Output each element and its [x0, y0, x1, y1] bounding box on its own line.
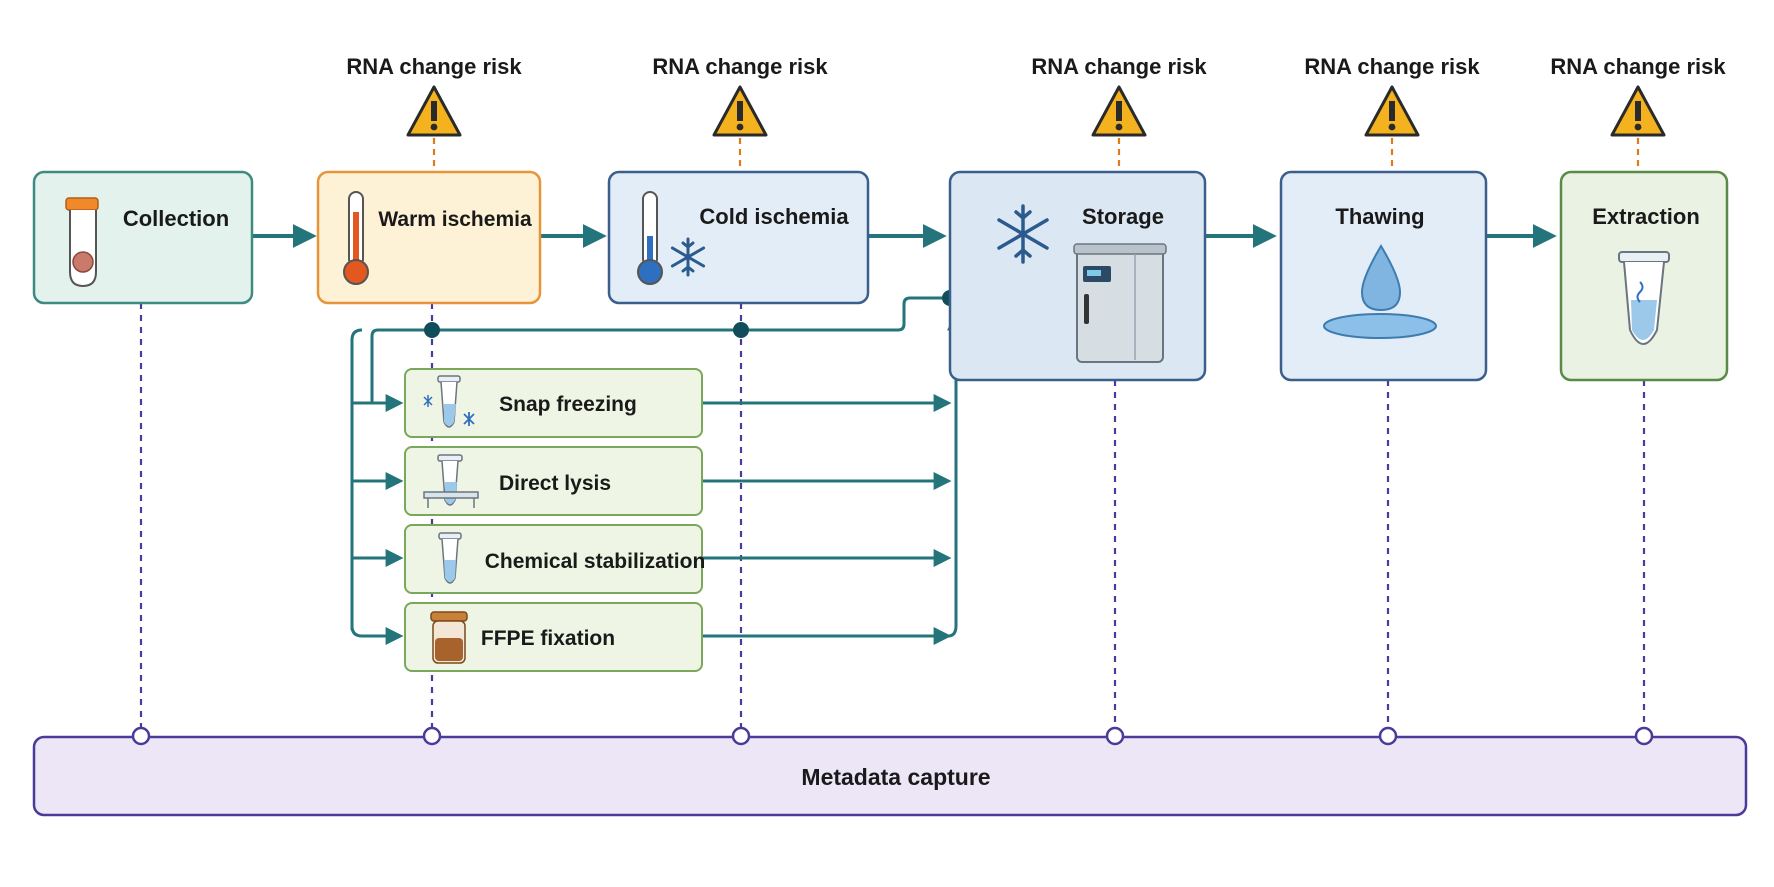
step-extraction[interactable]: Extraction [1559, 170, 1729, 382]
branch-label-chemical-stabilization: Chemical stabilization [485, 550, 706, 573]
risk-label-storage: RNA change risk [1031, 54, 1207, 79]
thermometer-hot-icon [343, 191, 369, 285]
snap-freeze-tube-icon [423, 375, 475, 428]
step-warm-ischemia[interactable]: Warm ischemia [316, 170, 542, 305]
risk-label-cold: RNA change risk [652, 54, 828, 79]
step-label-cold-ischemia: Cold ischemia [699, 204, 849, 229]
warning-icon [406, 85, 462, 137]
junction-dot-warm [424, 322, 440, 338]
metadata-node-cold [731, 726, 751, 746]
thermometer-cold-icon [637, 191, 663, 285]
snowflake-icon [670, 237, 706, 277]
specimen-jar-icon [430, 611, 468, 664]
step-label-thawing: Thawing [1335, 204, 1424, 229]
branch-label-direct-lysis: Direct lysis [499, 472, 611, 495]
metadata-capture-label: Metadata capture [801, 764, 990, 790]
risk-label-extraction: RNA change risk [1550, 54, 1726, 79]
metadata-node-warm [422, 726, 442, 746]
step-storage[interactable]: Storage [948, 170, 1207, 382]
branch-label-snap-freezing: Snap freezing [499, 393, 637, 416]
branch-direct-lysis[interactable]: Direct lysis [404, 446, 703, 516]
warning-icon [1364, 85, 1420, 137]
step-collection[interactable]: Collection [32, 170, 254, 305]
step-thawing[interactable]: Thawing [1279, 170, 1488, 382]
freezer-icon [1073, 243, 1167, 363]
metadata-capture-bar[interactable]: Metadata capture [32, 735, 1748, 817]
water-drop-icon [1323, 244, 1437, 339]
branch-chemical-stabilization[interactable]: Chemical stabilization [404, 524, 706, 594]
metadata-node-thawing [1378, 726, 1398, 746]
metadata-links [139, 303, 1646, 728]
metadata-node-extraction [1634, 726, 1654, 746]
step-label-collection: Collection [123, 206, 229, 231]
warning-icon [1610, 85, 1666, 137]
warning-icon [1091, 85, 1147, 137]
metadata-node-storage [1105, 726, 1125, 746]
stabilization-tube-icon [438, 532, 462, 584]
risk-indicators: RNA change risk RNA change risk RNA chan… [346, 54, 1726, 172]
risk-label-warm: RNA change risk [346, 54, 522, 79]
collection-tube-icon [65, 197, 99, 288]
branch-connectors [350, 296, 965, 645]
warning-icon [712, 85, 768, 137]
lysis-tube-rack-icon [423, 454, 479, 508]
microtube-icon [1618, 251, 1670, 345]
branch-label-ffpe-fixation: FFPE fixation [481, 627, 615, 650]
snowflake-icon [997, 204, 1049, 264]
risk-label-thawing: RNA change risk [1304, 54, 1480, 79]
metadata-node-collection [131, 726, 151, 746]
step-cold-ischemia[interactable]: Cold ischemia [607, 170, 870, 305]
branch-snap-freezing[interactable]: Snap freezing [404, 368, 703, 438]
branch-ffpe-fixation[interactable]: FFPE fixation [404, 602, 703, 672]
step-label-storage: Storage [1082, 204, 1164, 229]
metadata-nodes [131, 726, 1654, 746]
step-label-warm-ischemia: Warm ischemia [378, 208, 532, 231]
step-label-extraction: Extraction [1592, 204, 1700, 229]
junction-dot-cold [733, 322, 749, 338]
